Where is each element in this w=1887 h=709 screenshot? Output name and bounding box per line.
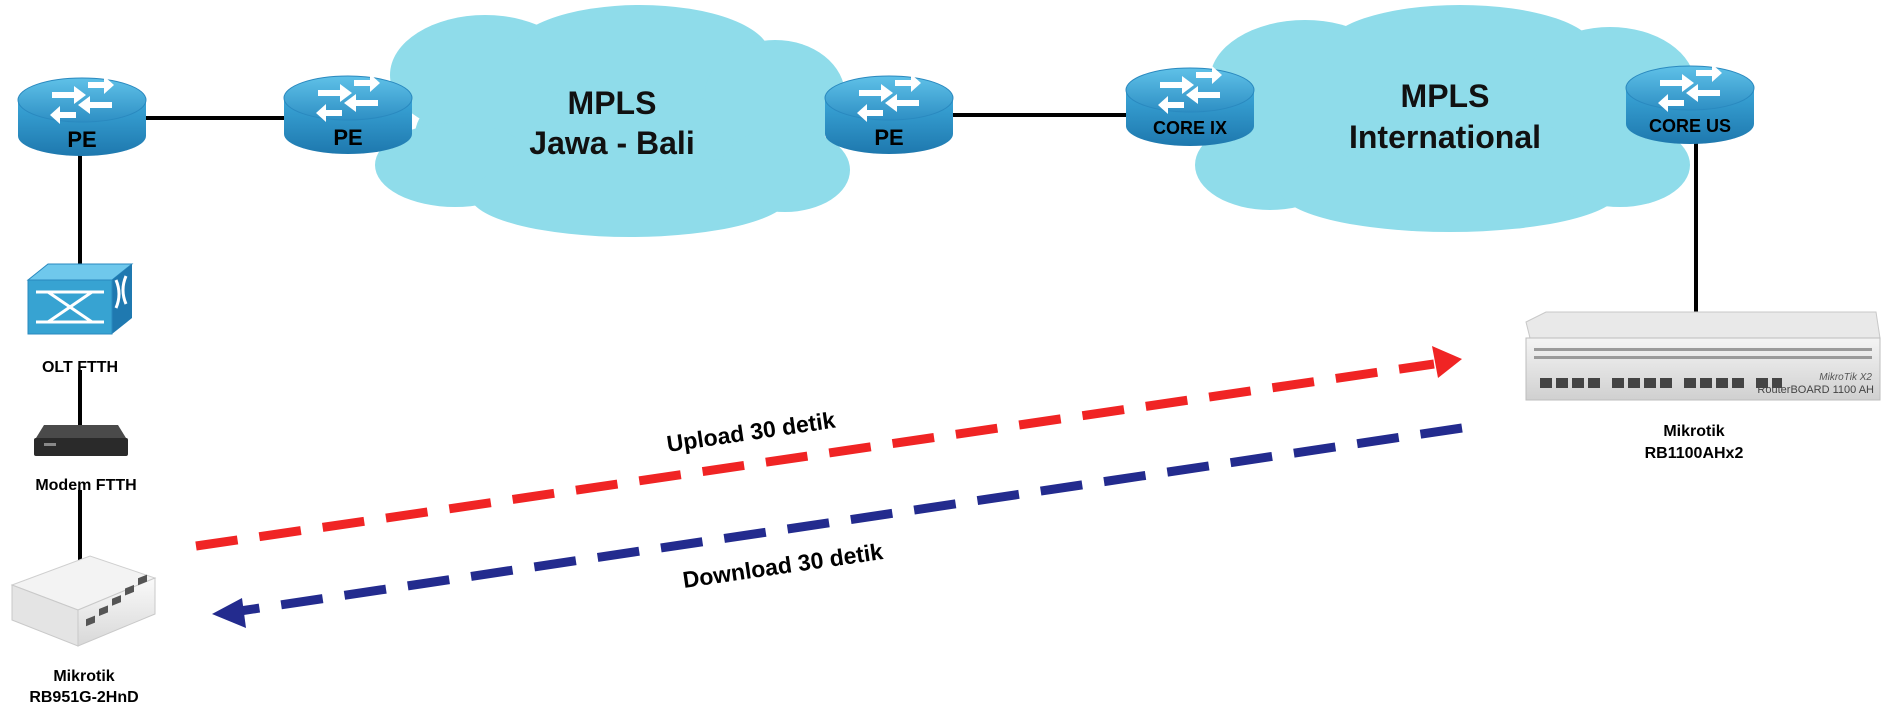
router-pe-1-label: PE [67,127,96,152]
switch-icon [26,263,134,335]
modem-ftth-label: Modem FTTH [35,477,136,494]
olt-ftth-label: OLT FTTH [42,359,118,376]
router-core-us: CORE US [1625,64,1755,144]
router-pe-1: PE [17,76,147,156]
upload-flow: Upload 30 detik [195,346,1462,551]
router-pe-3-label: PE [874,125,903,150]
rb1100-rack-icon: MikroTik X2 RouterBOARD 1100 AH [1525,311,1881,401]
cloud-jawa-bali-title: MPLS [568,85,657,121]
cloud-international-title: MPLS [1401,78,1490,114]
server-router: MikroTik X2 RouterBOARD 1100 AH Mikrotik… [1525,311,1881,462]
router-pe-2-label: PE [333,125,362,150]
cloud-international-subtitle: International [1349,119,1541,155]
client-router-name: Mikrotik [53,668,114,685]
upload-label: Upload 30 detik [665,407,837,457]
router-core-ix: CORE IX [1125,66,1255,146]
router-core-us-label: CORE US [1649,116,1731,136]
router-pe-3: PE [824,74,954,154]
router-core-ix-label: CORE IX [1153,118,1227,138]
upload-arrowhead-icon [1432,346,1462,378]
cloud-mpls-jawa-bali: MPLS Jawa - Bali [375,5,850,237]
links [78,113,1698,560]
server-brand-text: MikroTik X2 [1819,372,1872,383]
upload-arrow-line [195,359,1435,551]
download-arrow-line [239,423,1463,616]
client-router: Mikrotik RB951G-2HnD [10,555,157,706]
download-arrowhead-icon [212,598,246,628]
download-label: Download 30 detik [681,538,885,593]
server-router-name: Mikrotik [1663,423,1724,440]
client-router-model: RB951G-2HnD [29,689,138,706]
modem-icon [34,425,128,456]
rb951-device-icon [10,555,157,647]
server-router-model: RB1100AHx2 [1645,445,1744,462]
modem-ftth: Modem FTTH [34,425,137,494]
server-model-text: RouterBOARD 1100 AH [1757,384,1874,396]
olt-ftth: OLT FTTH [26,263,134,376]
cloud-jawa-bali-subtitle: Jawa - Bali [529,125,694,161]
download-flow: Download 30 detik [212,423,1463,628]
router-pe-2: PE [283,74,413,154]
cloud-mpls-international: MPLS International [1195,5,1695,232]
